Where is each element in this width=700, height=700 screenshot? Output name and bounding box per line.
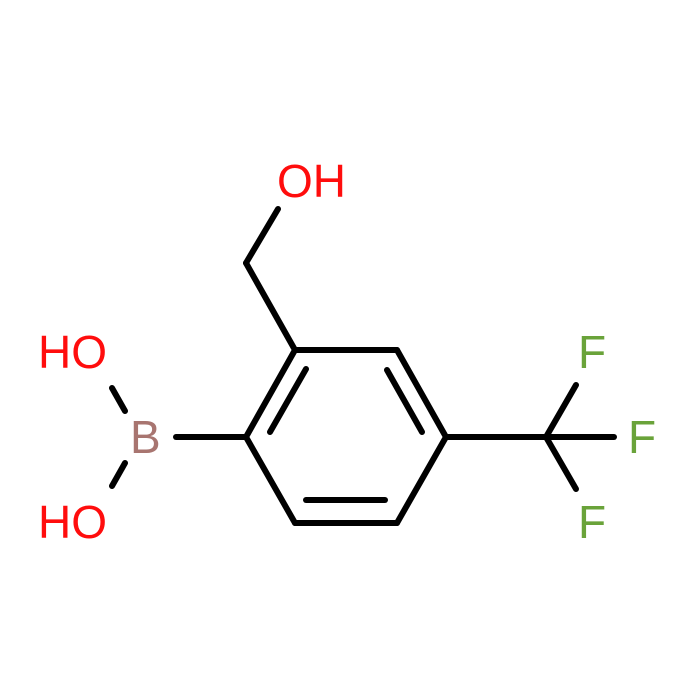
atom-label-ho-bottom: HO bbox=[38, 496, 107, 548]
ring-double-bond-c1-c2 bbox=[267, 366, 309, 435]
hydroxymethyl-group: OH bbox=[243, 155, 346, 353]
ring-bond-c6-c1 bbox=[243, 434, 298, 526]
bond-cf3-f-bottom bbox=[543, 434, 579, 492]
bond-boron-oh-bottom bbox=[109, 460, 128, 489]
atom-label-f-bottom: F bbox=[578, 496, 606, 548]
bond-cf3-f-top bbox=[543, 382, 579, 440]
trifluoromethyl-group: F F F bbox=[443, 326, 656, 548]
atom-label-ho-top: HO bbox=[38, 326, 107, 378]
bond-boron-oh-top bbox=[109, 385, 128, 414]
bond-ch2-oh bbox=[243, 206, 281, 266]
atom-label-boron: B bbox=[130, 411, 161, 463]
benzene-ring bbox=[243, 347, 449, 526]
atom-label-oh: OH bbox=[277, 155, 346, 207]
boronic-acid-group: B HO HO bbox=[38, 326, 249, 548]
atom-label-f-middle: F bbox=[628, 411, 656, 463]
bond-ring-ch2 bbox=[243, 260, 298, 353]
atom-label-f-top: F bbox=[578, 326, 606, 378]
ring-bond-c1-c2 bbox=[243, 347, 298, 440]
ring-double-bond-c3-c4 bbox=[384, 367, 425, 435]
ring-bond-c3-c4 bbox=[394, 347, 449, 440]
ring-bond-c4-c5 bbox=[394, 434, 449, 526]
